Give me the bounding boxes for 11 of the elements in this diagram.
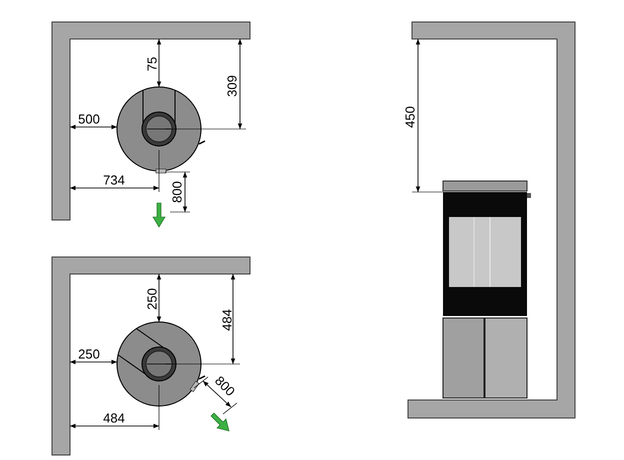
dimension-label: 800 bbox=[170, 181, 184, 203]
dimension-label: 250 bbox=[78, 348, 100, 360]
dimension-label: 734 bbox=[103, 174, 125, 186]
dimension-label: 484 bbox=[220, 309, 234, 331]
dimension-label: 75 bbox=[146, 56, 158, 72]
dimension-label: 800 bbox=[212, 374, 238, 398]
dimension-label: 450 bbox=[404, 106, 416, 128]
dimension-label: 500 bbox=[78, 112, 100, 126]
dimension-label: 309 bbox=[226, 75, 238, 97]
dimension-label: 484 bbox=[103, 412, 125, 424]
dimension-label: 250 bbox=[146, 288, 158, 310]
